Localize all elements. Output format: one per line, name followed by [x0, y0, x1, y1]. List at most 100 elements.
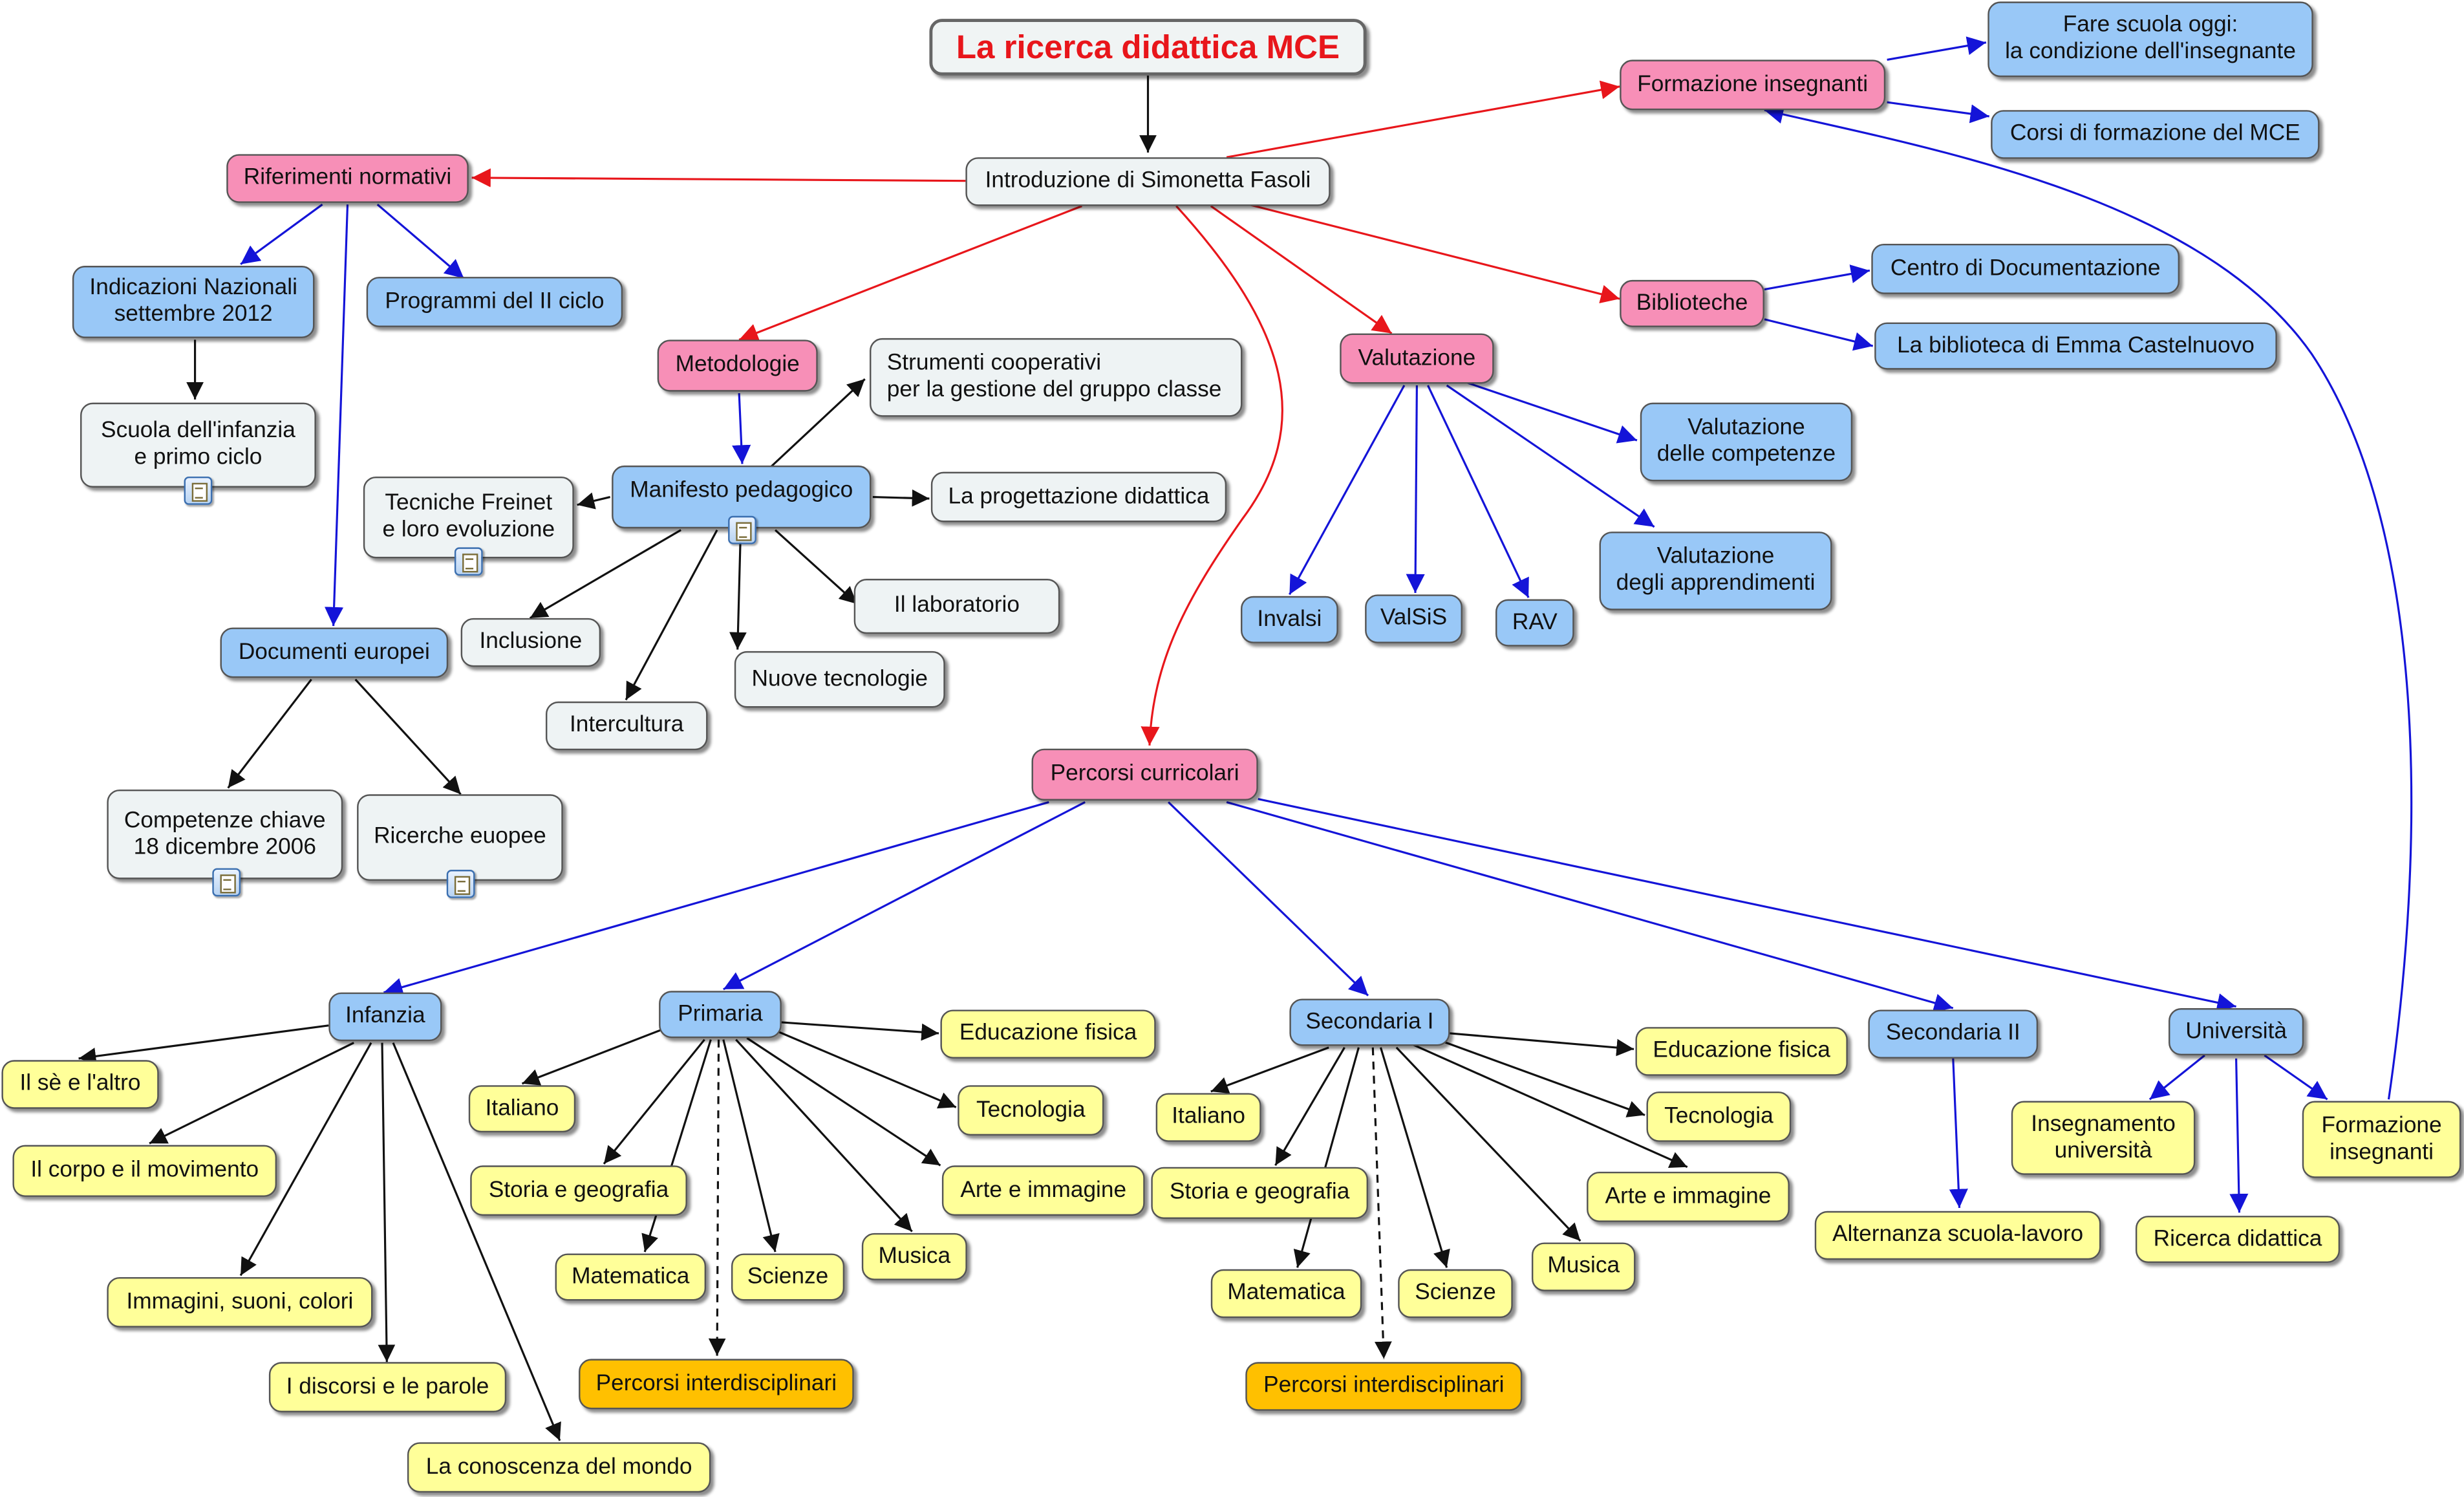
- node-alternanza-scuola-lavoro[interactable]: Alternanza scuola-lavoro: [1814, 1211, 2101, 1260]
- node-immagini-suoni-colori[interactable]: Immagini, suoni, colori: [107, 1276, 373, 1328]
- node-programmi-ii-ciclo[interactable]: Programmi del II ciclo: [366, 277, 623, 327]
- link-documenti-competenze: [227, 678, 312, 789]
- link-infanzia-conoscenza: [392, 1042, 561, 1441]
- link-formazione-uni-to-formazione: [1764, 105, 2413, 1100]
- link-metodologie-manifesto: [732, 393, 751, 464]
- node-corsi-formazione-mce[interactable]: Corsi di formazione del MCE: [1991, 110, 2320, 159]
- node-valutazione-apprendimenti[interactable]: Valutazione degli apprendimenti: [1599, 532, 1832, 610]
- link-formazione-corsi: [1887, 101, 1989, 124]
- link-primaria-ed-fisica: [781, 1021, 939, 1041]
- node-introduzione[interactable]: Introduzione di Simonetta Fasoli: [965, 157, 1331, 206]
- node-secondaria-tecnologia[interactable]: Tecnologia: [1646, 1091, 1792, 1142]
- node-universita[interactable]: Università: [2169, 1008, 2304, 1056]
- link-secondaria1-scienze: [1379, 1047, 1450, 1268]
- node-secondaria-italiano[interactable]: Italiano: [1155, 1093, 1261, 1142]
- link-secondaria1-matematica: [1293, 1047, 1360, 1268]
- node-formazione-insegnanti[interactable]: Formazione insegnanti: [1620, 59, 1886, 111]
- node-valsis[interactable]: ValSiS: [1365, 594, 1462, 643]
- document-icon[interactable]: [446, 870, 475, 898]
- link-valutazione-valsis: [1406, 385, 1425, 593]
- node-conoscenza-mondo[interactable]: La conoscenza del mondo: [407, 1442, 711, 1493]
- node-tecniche-freinet[interactable]: Tecniche Freinet e loro evoluzione: [363, 476, 574, 559]
- node-primaria-musica[interactable]: Musica: [861, 1233, 967, 1280]
- node-primaria-percorsi-interdisciplinari[interactable]: Percorsi interdisciplinari: [579, 1359, 854, 1410]
- node-primaria-italiano[interactable]: Italiano: [468, 1085, 576, 1133]
- link-riferimenti-documenti: [325, 204, 349, 627]
- link-introduzione-riferimenti: [471, 168, 966, 188]
- node-primaria-educazione-fisica[interactable]: Educazione fisica: [940, 1009, 1156, 1059]
- link-primaria-arte: [746, 1037, 941, 1167]
- node-rav[interactable]: RAV: [1495, 599, 1574, 647]
- link-manifesto-laboratorio: [775, 529, 858, 605]
- node-secondaria-educazione-fisica[interactable]: Educazione fisica: [1635, 1027, 1848, 1076]
- node-secondaria-matematica[interactable]: Matematica: [1210, 1269, 1362, 1319]
- link-introduzione-biblioteche: [1242, 202, 1620, 304]
- link-primaria-musica: [735, 1039, 913, 1233]
- node-progettazione-didattica[interactable]: La progettazione didattica: [930, 471, 1227, 522]
- node-ricerca-didattica[interactable]: Ricerca didattica: [2135, 1216, 2341, 1264]
- node-laboratorio[interactable]: Il laboratorio: [853, 579, 1060, 634]
- link-percorsi-universita: [1258, 798, 2236, 1012]
- node-primaria-matematica[interactable]: Matematica: [555, 1253, 707, 1301]
- node-nuove-tecnologie[interactable]: Nuove tecnologie: [734, 651, 945, 708]
- node-documenti-europei[interactable]: Documenti europei: [220, 627, 449, 678]
- document-icon[interactable]: [184, 476, 213, 505]
- node-scuola-infanzia-primo-ciclo[interactable]: Scuola dell'infanzia e primo ciclo: [80, 402, 316, 488]
- node-formazione-insegnanti-universita[interactable]: Formazione insegnanti: [2302, 1101, 2461, 1178]
- node-primaria[interactable]: Primaria: [659, 991, 782, 1039]
- node-secondaria-i[interactable]: Secondaria I: [1289, 998, 1450, 1046]
- node-invalsi[interactable]: Invalsi: [1241, 596, 1338, 643]
- node-insegnamento-universita[interactable]: Insegnamento università: [2011, 1101, 2196, 1175]
- link-infanzia-immagini: [239, 1042, 372, 1276]
- document-icon[interactable]: [212, 868, 241, 897]
- node-indicazioni-nazionali[interactable]: Indicazioni Nazionali settembre 2012: [72, 266, 315, 338]
- node-secondaria-ii[interactable]: Secondaria II: [1868, 1009, 2039, 1059]
- link-secondaria2-alternanza: [1949, 1058, 1968, 1208]
- node-se-e-altro[interactable]: Il sè e l'altro: [1, 1060, 159, 1109]
- node-percorsi-curricolari[interactable]: Percorsi curricolari: [1031, 748, 1258, 801]
- link-primaria-matematica: [641, 1039, 712, 1253]
- node-centro-documentazione[interactable]: Centro di Documentazione: [1871, 243, 2180, 294]
- node-valutazione-competenze[interactable]: Valutazione delle competenze: [1640, 402, 1853, 482]
- link-secondaria1-interdisc: [1371, 1047, 1392, 1359]
- node-secondaria-storia-geografia[interactable]: Storia e geografia: [1151, 1167, 1369, 1219]
- node-secondaria-percorsi-interdisciplinari[interactable]: Percorsi interdisciplinari: [1245, 1362, 1523, 1411]
- link-valutazione-competenze: [1465, 381, 1638, 444]
- node-competenze-chiave[interactable]: Competenze chiave 18 dicembre 2006: [107, 789, 343, 879]
- node-biblioteca-emma-castelnuovo[interactable]: La biblioteca di Emma Castelnuovo: [1874, 322, 2277, 370]
- node-primaria-scienze[interactable]: Scienze: [731, 1253, 845, 1301]
- node-intercultura[interactable]: Intercultura: [545, 701, 708, 751]
- link-manifesto-progettazione: [872, 489, 930, 507]
- link-manifesto-intercultura: [625, 529, 718, 701]
- node-riferimenti-normativi[interactable]: Riferimenti normativi: [226, 154, 469, 203]
- document-icon[interactable]: [454, 547, 483, 576]
- node-infanzia[interactable]: Infanzia: [328, 992, 442, 1042]
- node-secondaria-arte-immagine[interactable]: Arte e immagine: [1587, 1171, 1790, 1222]
- link-riferimenti-programmi: [376, 203, 465, 279]
- link-universita-ricerca: [2229, 1058, 2249, 1213]
- node-fare-scuola-oggi[interactable]: Fare scuola oggi: la condizione dell'ins…: [1987, 1, 2313, 78]
- link-infanzia-discorsi: [378, 1042, 396, 1362]
- document-icon[interactable]: [728, 515, 756, 544]
- link-universita-insegnamento: [2148, 1054, 2205, 1101]
- node-metodologie[interactable]: Metodologie: [657, 339, 818, 392]
- node-biblioteche[interactable]: Biblioteche: [1620, 279, 1764, 327]
- link-secondaria1-italiano: [1210, 1046, 1329, 1094]
- link-manifesto-tecnologie: [729, 530, 747, 650]
- node-secondaria-scienze[interactable]: Scienze: [1398, 1269, 1513, 1319]
- link-documenti-ricerche: [354, 678, 462, 795]
- link-primaria-interdisc: [708, 1039, 726, 1356]
- node-strumenti-cooperativi[interactable]: Strumenti cooperativi per la gestione de…: [870, 338, 1243, 417]
- node-discorsi-parole[interactable]: I discorsi e le parole: [268, 1362, 507, 1413]
- link-primaria-scienze: [722, 1039, 780, 1253]
- link-formazione-fare-scuola: [1887, 36, 1987, 61]
- node-primaria-storia-geografia[interactable]: Storia e geografia: [470, 1165, 687, 1216]
- node-corpo-movimento[interactable]: Il corpo e il movimento: [12, 1145, 277, 1197]
- node-secondaria-musica[interactable]: Musica: [1531, 1242, 1636, 1291]
- node-primaria-tecnologia[interactable]: Tecnologia: [958, 1085, 1104, 1136]
- node-ricerche-europee[interactable]: Ricerche euopee: [357, 794, 563, 881]
- node-primaria-arte-immagine[interactable]: Arte e immagine: [941, 1165, 1145, 1216]
- node-valutazione[interactable]: Valutazione: [1340, 333, 1494, 384]
- node-inclusione[interactable]: Inclusione: [460, 618, 601, 667]
